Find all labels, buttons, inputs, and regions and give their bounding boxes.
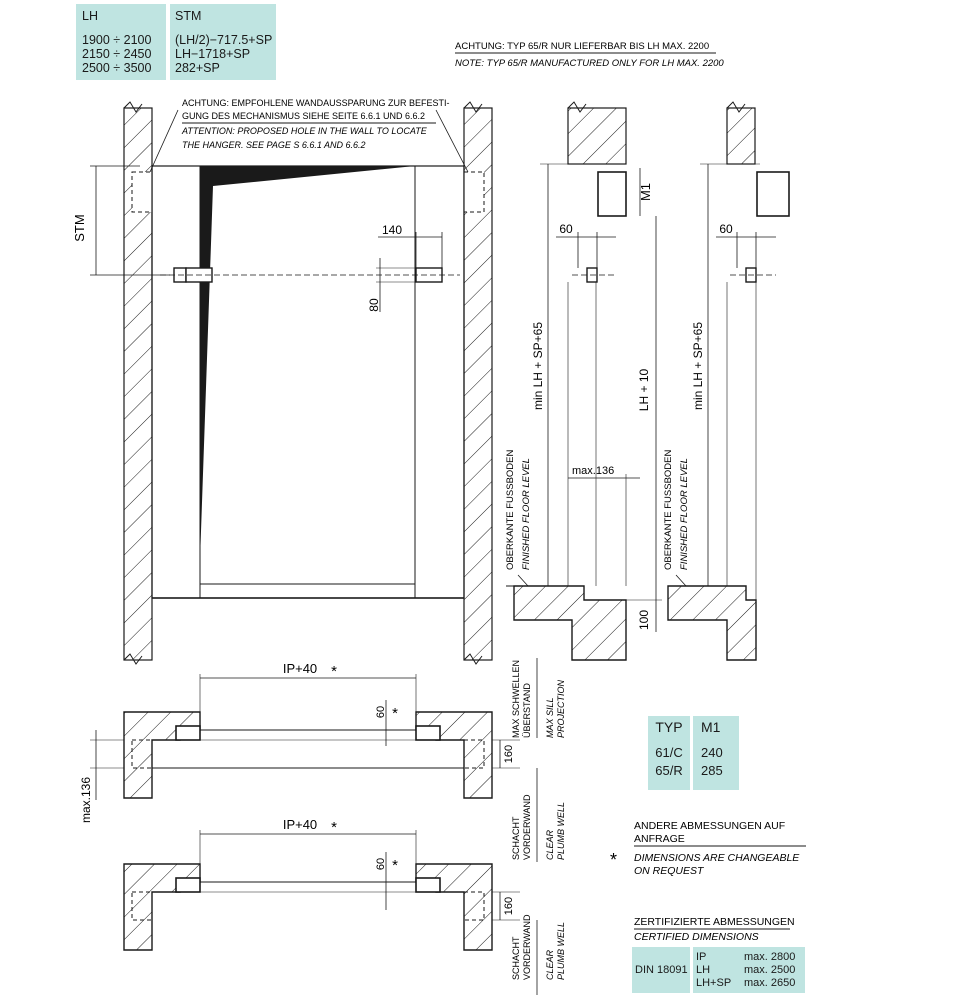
cert-row-lhsp: LH+SP max. 2650	[696, 977, 805, 990]
well-label-de-1a: SCHACHT	[511, 816, 521, 860]
dim-60-a: 60	[559, 222, 573, 236]
top-note: ACHTUNG: TYP 65/R NUR LIEFERBAR BIS LH M…	[455, 41, 724, 69]
stm-row-3: 282+SP	[175, 61, 220, 75]
hole-note: ACHTUNG: EMPFOHLENE WANDAUSSPARUNG ZUR B…	[149, 98, 469, 173]
well-label-de-2a: VORDERWAND	[522, 794, 532, 860]
stm-row-2: LH−1718+SP	[175, 47, 251, 61]
lh-header: LH	[82, 9, 98, 23]
stm-table-cell: STM (LH/2)−717.5+SP LH−1718+SP 282+SP	[170, 4, 276, 80]
well-label-de-1b: SCHACHT	[511, 936, 521, 980]
dim-140: 140	[382, 223, 402, 237]
certified-de: ZERTIFIZIERTE ABMESSUNGEN	[634, 916, 795, 928]
right-wall-hole	[463, 171, 485, 213]
cert-value-lh: max. 2500	[744, 964, 796, 976]
dim-ip40-b: IP+40	[283, 817, 317, 832]
well-label-en-2a: PLUMB WELL	[556, 802, 566, 860]
din-standard: DIN 18091	[635, 964, 688, 976]
star-2: *	[392, 705, 398, 722]
side-section-2: 60 min LH + SP+65 OBERKANTE FUSSBODEN FI…	[663, 101, 790, 661]
plan-view-1: IP+40 * 60 * 160 max.136 MAX SCHWELLEN Ü…	[79, 658, 566, 862]
stm-header: STM	[175, 9, 202, 23]
well-label-en-1b: CLEAR	[545, 949, 555, 980]
request-note: ANDERE ABMESSUNGEN AUF ANFRAGE * DIMENSI…	[610, 820, 806, 877]
request-note-star: *	[610, 850, 617, 870]
cert-row-lh: LH max. 2500	[696, 964, 805, 977]
dim-max136-left: max.136	[79, 777, 93, 823]
certified-en: CERTIFIED DIMENSIONS	[634, 931, 759, 943]
certified-note: ZERTIFIZIERTE ABMESSUNGEN CERTIFIED DIME…	[634, 916, 795, 943]
sill-label-en-1: MAX SILL	[545, 697, 555, 738]
cert-value-ip: max. 2800	[744, 951, 796, 963]
floor-label-de-1: OBERKANTE FUSSBODEN	[505, 450, 516, 570]
floor-slab-1	[513, 585, 627, 661]
floor-label-en-2: FINISHED FLOOR LEVEL	[679, 458, 690, 570]
stm-row-1: (LH/2)−717.5+SP	[175, 33, 273, 47]
floor-slab-2	[667, 585, 757, 661]
dim-stm: STM	[72, 214, 87, 241]
dim-60-b: 60	[719, 222, 733, 236]
front-elevation: STM 140 80	[72, 101, 493, 665]
m1-row-2: 285	[701, 763, 723, 778]
typ-row-2: 65/R	[655, 763, 683, 778]
din-standard-cell: DIN 18091	[632, 947, 690, 993]
sill-label-en-2: PROJECTION	[556, 679, 566, 738]
door-frame	[151, 165, 465, 599]
star-1: *	[331, 663, 337, 680]
sill-label-de-2: ÜBERSTAND	[522, 683, 532, 738]
lh-table-cell: LH 1900 ÷ 2100 2150 ÷ 2450 2500 ÷ 3500	[76, 4, 166, 80]
dim-m1: M1	[638, 183, 653, 201]
dim-max136: max.136	[572, 465, 614, 477]
lh-row-3: 2500 ÷ 3500	[82, 61, 152, 75]
dim-min-lh-a: min LH + SP+65	[531, 322, 545, 410]
sill-label-de-1: MAX SCHWELLEN	[511, 660, 521, 738]
hole-note-en-2: THE HANGER. SEE PAGE S 6.6.1 AND 6.6.2	[182, 140, 366, 150]
star-3: *	[331, 819, 337, 836]
well-label-de-2b: VORDERWAND	[522, 914, 532, 980]
cert-key-lhsp: LH+SP	[696, 977, 732, 989]
m1-row-1: 240	[701, 745, 723, 760]
m1-header: M1	[701, 719, 721, 735]
request-note-en-1: DIMENSIONS ARE CHANGEABLE	[634, 852, 800, 864]
lh-row-1: 1900 ÷ 2100	[82, 33, 152, 47]
top-note-en: NOTE: TYP 65/R MANUFACTURED ONLY FOR LH …	[455, 58, 724, 69]
request-note-de-2: ANFRAGE	[634, 833, 685, 845]
typ-header: TYP	[655, 719, 683, 735]
dim-160-a: 160	[503, 745, 515, 763]
lh-row-2: 2150 ÷ 2450	[82, 47, 152, 61]
plan-view-2: IP+40 * 60 * 160 SCHACHT VORDERWAND CLEA…	[123, 817, 566, 995]
dim-60-c: 60	[375, 706, 387, 718]
dim-60-d: 60	[375, 858, 387, 870]
floor-label-en-1: FINISHED FLOOR LEVEL	[521, 458, 532, 570]
typ-table-cell: TYP 61/C 65/R	[648, 716, 690, 790]
request-note-en-2: ON REQUEST	[634, 865, 705, 877]
certified-values-cell: IP max. 2800 LH max. 2500 LH+SP max. 265…	[693, 947, 805, 993]
dim-lh-10: LH + 10	[637, 368, 651, 411]
request-note-de-1: ANDERE ABMESSUNGEN AUF	[634, 820, 785, 832]
hole-note-de-1: ACHTUNG: EMPFOHLENE WANDAUSSPARUNG ZUR B…	[182, 98, 450, 108]
cert-key-ip: IP	[696, 951, 707, 963]
left-wall-hole	[131, 171, 153, 213]
dim-min-lh-b: min LH + SP+65	[691, 322, 705, 410]
m1-table-cell: M1 240 285	[693, 716, 739, 790]
dim-160-b: 160	[503, 897, 515, 915]
star-4: *	[392, 857, 398, 874]
side-section-1: M1 60 min LH + SP+65 LH + 10 max.136 100…	[505, 101, 662, 661]
floor-label-de-2: OBERKANTE FUSSBODEN	[663, 450, 674, 570]
hole-note-de-2: GUNG DES MECHANISMUS SIEHE SEITE 6.6.1 U…	[182, 111, 425, 121]
well-label-en-2b: PLUMB WELL	[556, 922, 566, 980]
dim-ip40-a: IP+40	[283, 661, 317, 676]
cert-value-lhsp: max. 2650	[744, 977, 796, 989]
typ-row-1: 61/C	[655, 745, 683, 760]
cert-row-ip: IP max. 2800	[696, 951, 805, 964]
hole-note-en-1: ATTENTION: PROPOSED HOLE IN THE WALL TO …	[181, 126, 428, 136]
well-label-en-1a: CLEAR	[545, 829, 555, 860]
cert-key-lh: LH	[696, 964, 711, 976]
dim-80: 80	[367, 298, 381, 312]
dim-100: 100	[637, 610, 651, 630]
top-note-de: ACHTUNG: TYP 65/R NUR LIEFERBAR BIS LH M…	[455, 41, 709, 52]
